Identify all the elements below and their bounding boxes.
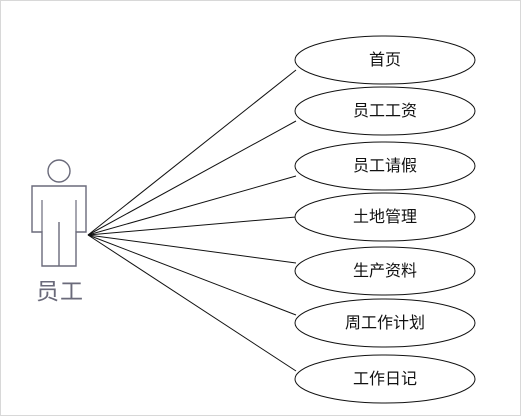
- actor-figure: [31, 159, 87, 267]
- use-case-label-land: 土地管理: [352, 207, 417, 226]
- use-case-label-salary: 员工工资: [352, 101, 417, 120]
- use-case-ellipse-land: [294, 192, 476, 242]
- use-case-ellipse-diary: [294, 354, 476, 404]
- actor-label: 员工: [36, 279, 84, 305]
- use-case-label-leave: 员工请假: [352, 156, 417, 175]
- use-case-ellipse-home: [294, 35, 476, 85]
- use-case-label-home: 首页: [368, 50, 401, 69]
- association-line-land: [87, 216, 297, 236]
- association-line-weekly-plan: [87, 234, 297, 316]
- association-line-diary: [87, 234, 297, 372]
- association-line-production: [87, 234, 297, 264]
- association-line-salary: [87, 120, 297, 236]
- use-case-ellipse-leave: [294, 141, 476, 191]
- use-case-label-weekly-plan: 周工作计划: [344, 313, 425, 332]
- use-case-ellipse-weekly-plan: [294, 298, 476, 348]
- use-case-ellipses: [294, 35, 476, 404]
- use-case-label-diary: 工作日记: [352, 369, 417, 388]
- use-case-ellipse-production: [294, 246, 476, 296]
- association-lines: [87, 69, 297, 372]
- association-line-leave: [87, 175, 297, 236]
- actor-head: [47, 159, 71, 183]
- use-case-ellipse-salary: [294, 86, 476, 136]
- use-case-label-production: 生产资料: [352, 261, 417, 280]
- association-line-home: [87, 69, 297, 236]
